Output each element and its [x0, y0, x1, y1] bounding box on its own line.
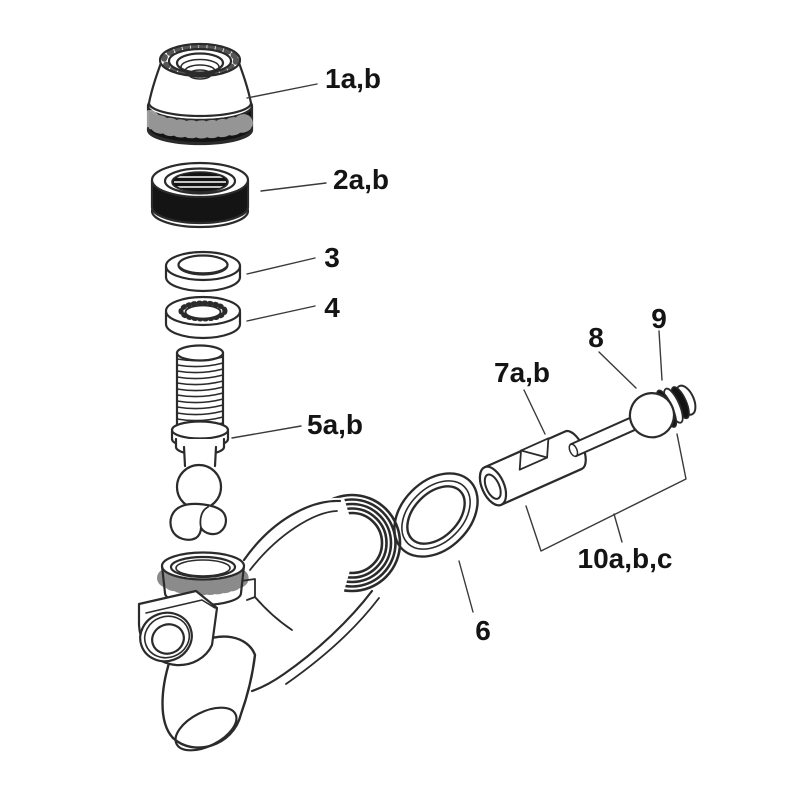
- spout-mouth: [174, 706, 238, 752]
- bracket-10abc: [525, 433, 687, 552]
- callout-10abc: 10a,b,c: [578, 543, 673, 574]
- leader-8: [598, 351, 637, 389]
- part-bonnet-drawing: [150, 161, 250, 229]
- part-lever-stem-drawing: [169, 344, 230, 541]
- leader-5ab: [231, 425, 302, 439]
- leader-2ab: [260, 182, 327, 192]
- callout-5ab: 5a,b: [307, 409, 363, 440]
- leader-3: [246, 257, 316, 275]
- callout-6: 6: [475, 615, 491, 646]
- diagram-art: 1a,b 2a,b 3 4 5a,b 6 7a,b 8 9 10a,b,c: [137, 42, 697, 752]
- callout-labels: 1a,b 2a,b 3 4 5a,b 6 7a,b 8 9 10a,b,c: [307, 63, 672, 646]
- part-washer3-drawing: [164, 250, 242, 293]
- bracket-10abc-tick: [613, 513, 623, 543]
- leader-9: [658, 330, 663, 381]
- callout-4: 4: [324, 292, 340, 323]
- leader-6: [458, 560, 474, 613]
- callout-1ab: 1a,b: [325, 63, 381, 94]
- callout-9: 9: [651, 303, 667, 334]
- callout-8: 8: [588, 322, 604, 353]
- part-friction-ring-drawing: [393, 472, 479, 558]
- part-washer4-drawing: [164, 295, 242, 340]
- leader-lines: [231, 83, 687, 613]
- part-knob-drawing: [141, 42, 259, 146]
- leader-1ab: [246, 83, 318, 99]
- callout-3: 3: [324, 242, 340, 273]
- leader-7ab: [523, 389, 546, 435]
- callout-2ab: 2a,b: [333, 164, 389, 195]
- leader-4: [246, 305, 316, 322]
- faucet-body-drawing: [137, 493, 402, 752]
- part-shaft-assembly-drawing: [478, 384, 697, 507]
- callout-7ab: 7a,b: [494, 357, 550, 388]
